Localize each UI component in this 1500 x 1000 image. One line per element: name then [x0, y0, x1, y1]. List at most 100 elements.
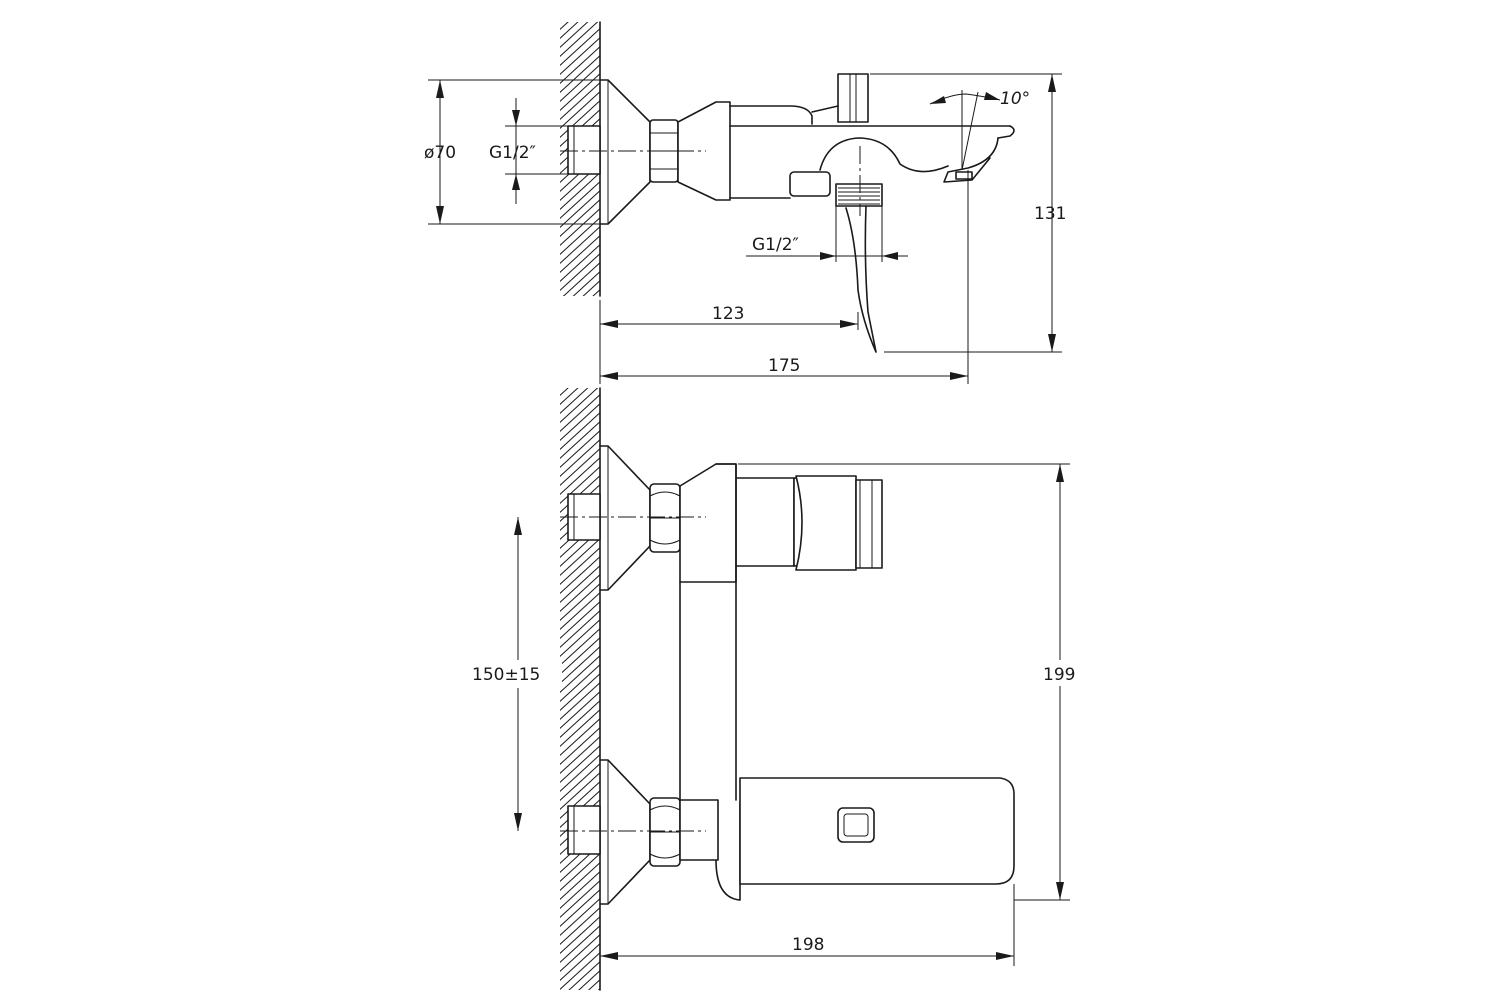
- faucet-body-side: [729, 105, 1015, 199]
- hatch-line: [560, 54, 600, 94]
- hatch-line: [560, 600, 600, 640]
- hatch-line: [560, 465, 600, 505]
- hatch-line: [560, 942, 600, 982]
- hatch-line: [560, 717, 600, 757]
- hatch-line: [560, 388, 599, 424]
- diverter-knob-side: [811, 73, 869, 123]
- hatch-line: [560, 216, 600, 256]
- hatch-line: [560, 198, 600, 238]
- dim-spout-reach: 123: [599, 300, 859, 384]
- hatch-line: [560, 36, 600, 76]
- hatch-line: [560, 447, 600, 487]
- dim-flange-diameter: ø70: [424, 79, 600, 225]
- svg-text:198: 198: [792, 935, 824, 955]
- hatch-line: [560, 627, 600, 667]
- svg-text:123: 123: [712, 304, 744, 324]
- hatch-line: [560, 546, 600, 586]
- eccentric-cone-side: [677, 101, 731, 201]
- hatch-line: [556, 0, 604, 15]
- hatch-line: [560, 744, 600, 784]
- hatch-line: [560, 402, 600, 442]
- aerator-outlet: [837, 807, 875, 843]
- hatch-line: [556, 0, 604, 6]
- hatch-line: [560, 933, 600, 973]
- hatch-line: [560, 63, 600, 103]
- hatch-line: [560, 564, 600, 604]
- hatch-line: [556, 337, 604, 381]
- hatch-line: [560, 456, 600, 496]
- hatch-line: [556, 328, 604, 372]
- hatch-line: [572, 270, 600, 296]
- hatch-line: [560, 888, 600, 928]
- wall-top: [556, 0, 604, 348]
- hatch-line: [560, 636, 600, 676]
- hatch-line: [560, 411, 600, 451]
- hatch-line: [560, 753, 600, 793]
- hatch-line: [560, 951, 600, 990]
- hatch-line: [560, 171, 600, 211]
- dim-inlet-thread: G1/2″: [489, 98, 568, 204]
- hatch-line: [560, 582, 600, 622]
- hatch-line: [556, 295, 604, 339]
- hatch-line: [560, 234, 600, 274]
- hatch-line: [568, 960, 600, 990]
- hatch-line: [560, 708, 600, 748]
- wall-hatching-top: [556, 0, 604, 348]
- svg-text:150±15: 150±15: [472, 665, 540, 685]
- lever-handle-side: [845, 205, 877, 353]
- hatch-line: [560, 690, 600, 730]
- hatch-line: [587, 978, 600, 990]
- dim-front-width: 198: [600, 900, 1015, 966]
- lower-inlet-assembly: [560, 759, 719, 905]
- hatch-line: [560, 861, 600, 901]
- hatch-line: [560, 681, 600, 721]
- hatch-line: [560, 780, 600, 820]
- hatch-line: [556, 994, 604, 1000]
- hatch-line: [560, 22, 589, 49]
- hatch-line: [556, 346, 604, 390]
- hatch-line: [560, 388, 589, 415]
- hatch-line: [592, 288, 600, 296]
- svg-text:G1/2″: G1/2″: [752, 235, 799, 255]
- hatch-line: [560, 388, 569, 397]
- hatch-line: [560, 672, 600, 712]
- dim-total-depth: 175: [600, 170, 969, 384]
- hatch-line: [560, 573, 600, 613]
- hatch-line: [560, 762, 600, 802]
- hatch-line: [560, 591, 600, 631]
- svg-text:199: 199: [1043, 665, 1075, 685]
- hatch-line: [560, 22, 579, 40]
- hatch-line: [556, 0, 604, 24]
- svg-text:10°: 10°: [1000, 89, 1030, 109]
- dim-side-height: 131: [870, 73, 1066, 353]
- hatch-line: [560, 90, 600, 130]
- hatch-line: [560, 897, 600, 937]
- hatch-line: [560, 735, 600, 775]
- hatch-line: [560, 537, 600, 577]
- svg-text:175: 175: [768, 356, 800, 376]
- hatch-line: [560, 870, 600, 910]
- hatch-line: [560, 225, 600, 265]
- hatch-line: [560, 393, 600, 433]
- diverter-knob-front: [735, 475, 883, 571]
- wall-bottom: [556, 328, 604, 1000]
- hatch-line: [560, 72, 600, 112]
- hatch-line: [560, 388, 579, 406]
- hatch-line: [560, 645, 600, 685]
- hatch-line: [560, 609, 600, 649]
- hatch-line: [582, 279, 600, 296]
- hatch-line: [560, 663, 600, 703]
- inlet-pipe-side: [567, 125, 601, 175]
- hatch-line: [560, 22, 599, 58]
- hatch-line: [560, 27, 600, 67]
- dim-lever-angle: 10°: [929, 89, 1030, 171]
- outlet-thread-side: [835, 183, 883, 207]
- hatch-line: [560, 555, 600, 595]
- hatch-line: [560, 906, 600, 946]
- hatch-line: [597, 987, 600, 990]
- hatch-line: [560, 726, 600, 766]
- hatch-line: [560, 915, 600, 955]
- hatch-line: [560, 243, 600, 283]
- hatch-line: [556, 304, 604, 348]
